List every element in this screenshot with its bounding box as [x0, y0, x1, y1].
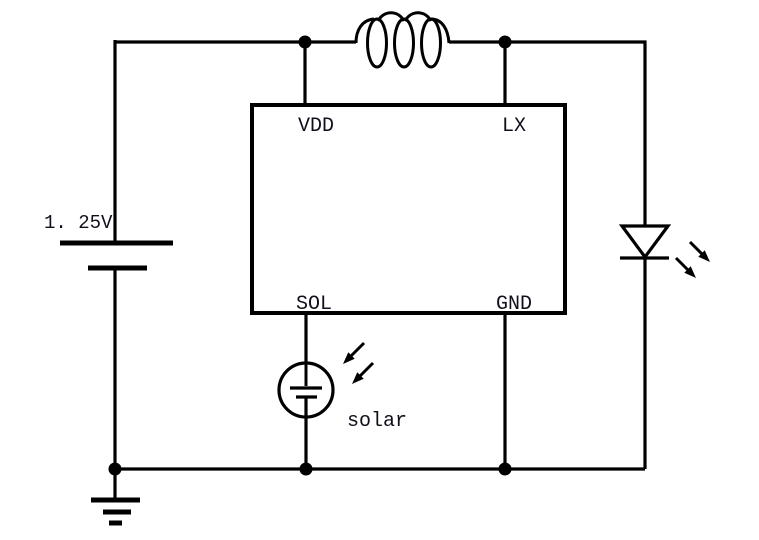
junction-dot [498, 35, 512, 49]
led-emission-arrows-icon [674, 240, 710, 278]
solar-light-arrow-2-head [352, 372, 364, 384]
solar-light-arrows-icon [343, 341, 375, 384]
battery-icon: 1. 25V [44, 212, 173, 271]
inductor-top-arc-1 [376, 11, 406, 22]
pin-label-sol: SOL [296, 293, 332, 316]
junction-dot [108, 462, 122, 476]
led-triangle [618, 224, 672, 260]
inductor-exit-curve [430, 17, 451, 44]
junction-dot [299, 462, 313, 476]
inductor-top-arc-2 [403, 11, 433, 22]
ground-icon [91, 469, 140, 526]
battery-voltage-label: 1. 25V [44, 212, 113, 234]
junction-dot [298, 35, 312, 49]
inductor-loop-1 [366, 17, 388, 69]
junction-dot [498, 462, 512, 476]
inductor-entry-curve [354, 17, 375, 44]
wires [113, 40, 647, 471]
solar-light-arrow-1-head [343, 352, 355, 364]
solar-label: solar [347, 410, 407, 433]
pin-label-gnd: GND [496, 293, 532, 316]
led-icon [618, 224, 710, 278]
wire-top-right-to-led [449, 40, 647, 227]
solar-cell-icon: solar [277, 341, 407, 469]
inductor-loop-2 [393, 17, 415, 69]
led-emission-arrow-2-head [698, 250, 710, 262]
inductor-loop-3 [420, 17, 442, 69]
pin-label-lx: LX [502, 115, 526, 138]
ic-block: VDD LX SOL GND [250, 103, 567, 316]
junction-dots [108, 35, 512, 476]
ic-block-body [250, 103, 567, 315]
led-emission-arrow-1-head [684, 266, 696, 278]
inductor-icon [354, 11, 451, 69]
pin-label-vdd: VDD [298, 115, 334, 138]
